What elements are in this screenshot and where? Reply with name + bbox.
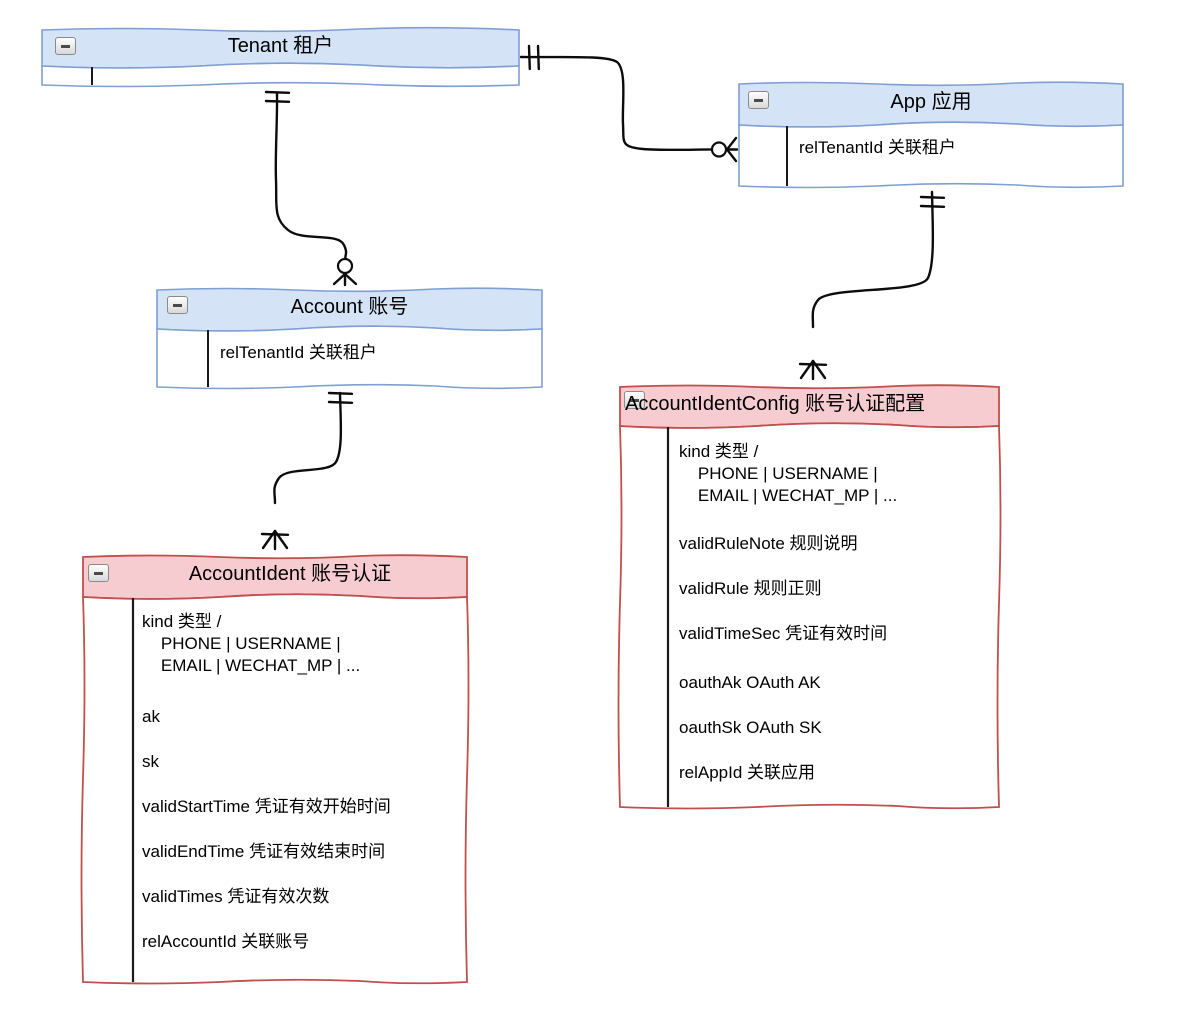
connector-account-accountident <box>260 391 354 551</box>
attribute-row: sk <box>142 752 159 771</box>
entity-tenant[interactable]: Tenant 租户 <box>40 26 521 88</box>
minus-icon[interactable] <box>55 37 76 55</box>
minus-icon[interactable] <box>167 296 188 314</box>
attribute-row: validStartTime 凭证有效开始时间 <box>142 797 391 816</box>
attribute-row: relAppId 关联应用 <box>679 763 816 782</box>
attribute-row: validEndTime 凭证有效结束时间 <box>142 842 386 861</box>
attribute-row: relTenantId 关联租户 <box>220 343 377 362</box>
entity-tenant-frame <box>41 26 520 88</box>
attribute-row: oauthSk OAuth SK <box>679 718 822 737</box>
entity-account-ident[interactable]: AccountIdent 账号认证 kind 类型 / PHONE | USER… <box>80 553 470 985</box>
attribute-row: relTenantId 关联租户 <box>799 138 956 157</box>
entity-account[interactable]: Account 账号 relTenantId 关联租户 <box>155 287 544 390</box>
attribute-row: validTimeSec 凭证有效时间 <box>679 624 888 643</box>
entity-app[interactable]: App 应用 relTenantId 关联租户 <box>737 81 1125 189</box>
attribute-row: ak <box>142 707 160 726</box>
minus-icon[interactable] <box>88 564 109 582</box>
entity-app-frame <box>738 81 1124 189</box>
minus-icon[interactable] <box>748 91 769 109</box>
attribute-row: kind 类型 / PHONE | USERNAME | EMAIL | WEC… <box>142 612 361 676</box>
entity-account-ident-config[interactable]: AccountIdentConfig 账号认证配置 kind 类型 / PHON… <box>617 383 1002 810</box>
attribute-row: validTimes 凭证有效次数 <box>142 887 330 906</box>
entity-app-title: App 应用 <box>890 91 972 113</box>
attribute-row: validRuleNote 规则说明 <box>679 534 858 553</box>
connector-tenant-account <box>264 90 358 287</box>
entity-account-frame <box>156 287 543 390</box>
entity-account-ident-title: AccountIdent 账号认证 <box>188 563 392 585</box>
attribute-row: relAccountId 关联账号 <box>142 932 310 951</box>
minus-icon[interactable] <box>624 391 645 409</box>
attribute-row: kind 类型 / PHONE | USERNAME | EMAIL | WEC… <box>679 442 898 506</box>
entity-account-ident-config-title: AccountIdentConfig 账号认证配置 <box>625 393 926 415</box>
entity-account-title: Account 账号 <box>290 296 409 318</box>
entity-account-ident-config-frame <box>617 384 1002 810</box>
attribute-row: validRule 规则正则 <box>679 579 822 598</box>
connector-tenant-app <box>519 44 739 163</box>
attribute-row: oauthAk OAuth AK <box>679 673 821 692</box>
entity-tenant-title: Tenant 租户 <box>227 35 334 57</box>
entity-account-ident-frame <box>80 554 470 985</box>
connector-app-accountidentconfig <box>798 190 946 381</box>
